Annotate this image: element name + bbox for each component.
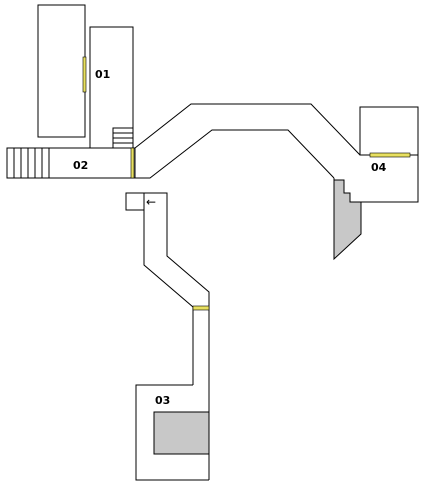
room-03-label: 03	[155, 394, 170, 407]
direction-arrow-icon: ←	[146, 195, 156, 209]
room-02-label: 02	[73, 159, 88, 172]
room-01-door	[82, 56, 87, 93]
lower-corridor	[143, 192, 210, 480]
room-02-door	[130, 147, 135, 179]
room-02-stairs	[13, 148, 50, 178]
room-01-left-wing	[37, 4, 86, 138]
room-03-obstacle	[153, 411, 210, 455]
room-04-label: 04	[371, 161, 387, 174]
room-04-door	[369, 152, 411, 158]
room-01-label: 01	[95, 68, 110, 81]
upper-corridor	[134, 103, 361, 179]
room-03	[135, 384, 209, 481]
lower-corridor-door	[192, 305, 210, 311]
room-01-stairs	[112, 127, 134, 149]
entrance-box	[125, 192, 145, 211]
room-04-obstacle	[333, 179, 362, 261]
room-02-hall	[6, 147, 136, 179]
